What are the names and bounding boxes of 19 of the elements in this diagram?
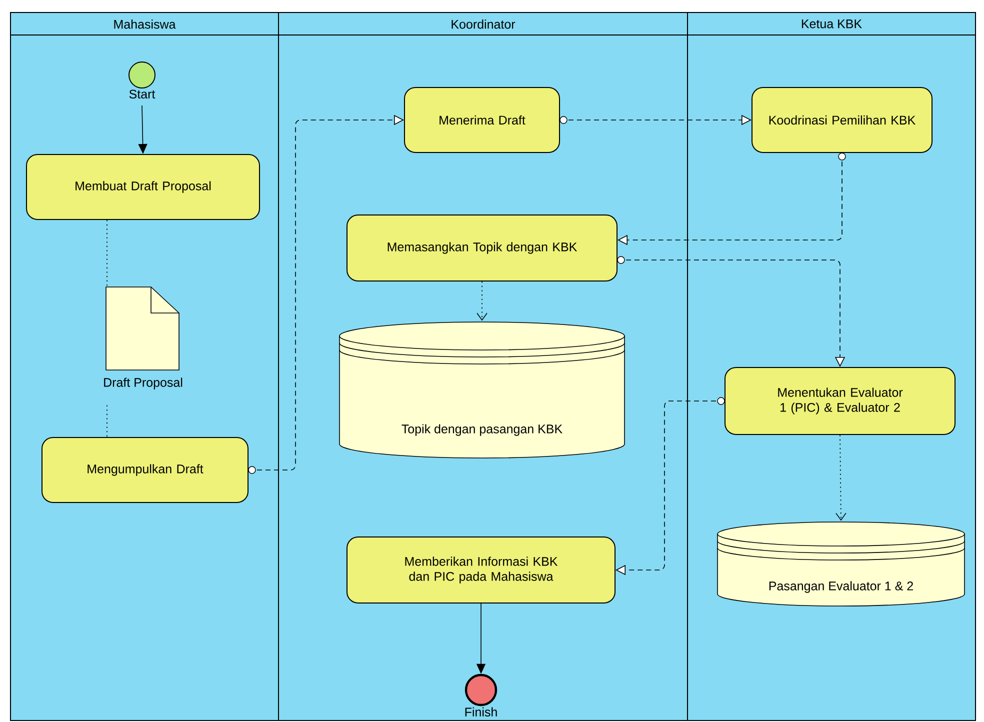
start-event: Start bbox=[128, 62, 156, 99]
task-box: Koodrinasi Pemilihan KBK bbox=[752, 87, 933, 153]
association bbox=[106, 404, 108, 438]
task-box: Menentukan Evaluator 1 (PIC) & Evaluator 2 bbox=[724, 367, 956, 435]
task-box: Memberikan Informasi KBK dan PIC pada Mahasiswa bbox=[346, 536, 616, 604]
end-event: Finish bbox=[464, 674, 498, 716]
task-box: Mengumpulkan Draft bbox=[42, 437, 248, 503]
association bbox=[476, 281, 488, 321]
task-box: Membuat Draft Proposal bbox=[26, 154, 260, 220]
association bbox=[106, 220, 108, 288]
message-flow bbox=[248, 114, 404, 474]
association bbox=[836, 434, 846, 521]
task-box: Memasangkan Topik dengan KBK bbox=[346, 214, 618, 282]
data-store: Topik dengan pasangan KBK bbox=[339, 322, 625, 458]
node-label: Finish bbox=[465, 707, 497, 716]
node-label: Start bbox=[129, 90, 156, 99]
task-box: Menerima Draft bbox=[404, 87, 560, 153]
data-store: Pasangan Evaluator 1 & 2 bbox=[717, 522, 965, 606]
node-label: Draft Proposal bbox=[104, 378, 182, 390]
